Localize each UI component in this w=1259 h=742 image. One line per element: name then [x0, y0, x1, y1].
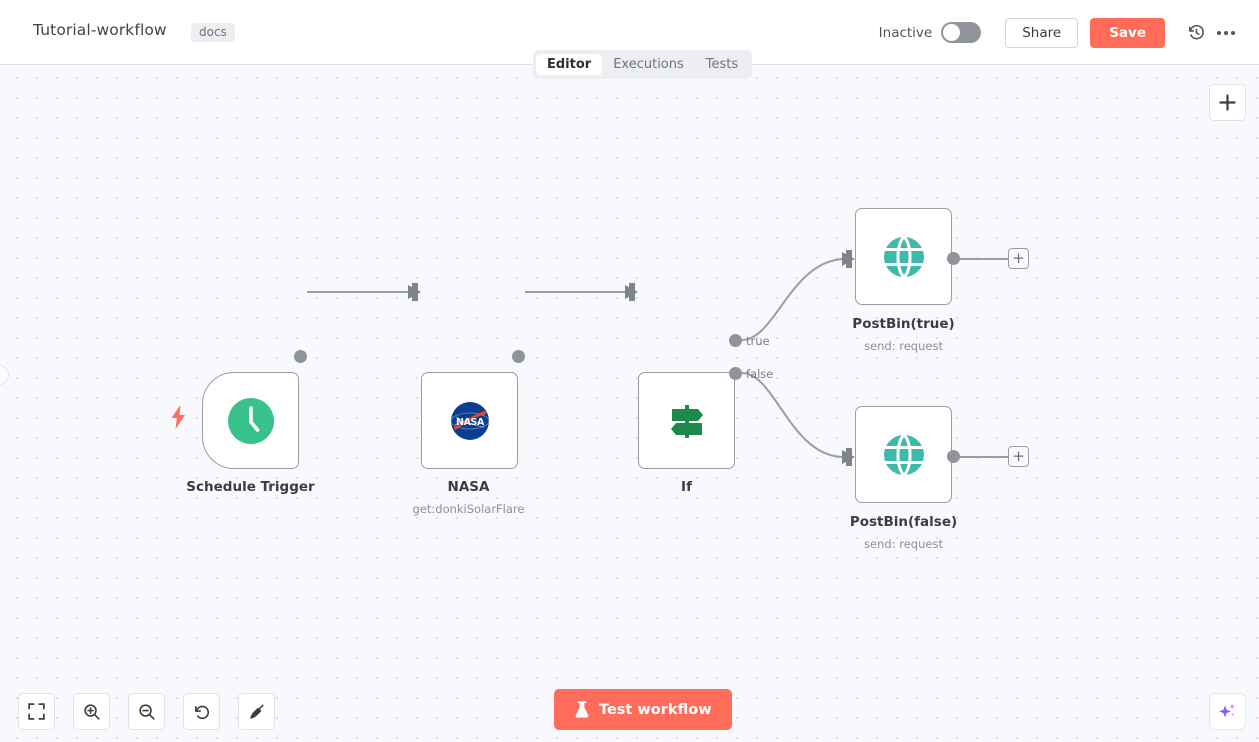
node-label-if: If — [681, 479, 692, 495]
workflow-tag-docs[interactable]: docs — [191, 23, 235, 42]
port-out-nasa[interactable] — [512, 350, 525, 363]
trigger-bolt-icon — [170, 405, 187, 433]
nasa-logo-icon: NASA — [450, 401, 489, 440]
workflow-active-toggle[interactable] — [941, 22, 982, 43]
node-if[interactable] — [638, 372, 735, 469]
test-workflow-label: Test workflow — [599, 701, 712, 718]
history-icon[interactable] — [1181, 18, 1211, 48]
node-postbin-false[interactable] — [855, 406, 952, 503]
port-out-postbin-true[interactable] — [947, 252, 960, 265]
broom-icon[interactable] — [238, 693, 275, 730]
test-workflow-button[interactable]: Test workflow — [554, 689, 732, 730]
workflow-active-label: Inactive — [878, 24, 933, 41]
port-out-if-false[interactable] — [729, 367, 742, 380]
signpost-icon — [670, 404, 703, 438]
undo-arrow-icon[interactable] — [183, 693, 220, 730]
node-sublabel-nasa: get:donkiSolarFlare — [412, 502, 525, 516]
node-sublabel-postbin-true: send: request — [864, 339, 943, 353]
more-options-icon[interactable] — [1211, 18, 1241, 48]
port-label-if-true: true — [746, 334, 770, 348]
share-button[interactable]: Share — [1005, 17, 1079, 48]
ai-assistant-button[interactable] — [1209, 693, 1246, 730]
globe-icon — [883, 432, 924, 477]
connection-layer — [307, 250, 1008, 466]
zoom-in-icon[interactable] — [73, 693, 110, 730]
add-node-after-postbin-true[interactable]: + — [1008, 248, 1029, 269]
globe-icon — [883, 234, 924, 279]
editor-tabs: Editor Executions Tests — [533, 50, 753, 79]
sparkle-icon — [1219, 703, 1235, 718]
node-sublabel-postbin-false: send: request — [864, 537, 943, 551]
node-nasa[interactable]: NASA — [421, 372, 518, 469]
workflow-title[interactable]: Tutorial-workflow — [33, 21, 167, 39]
svg-text:NASA: NASA — [456, 417, 485, 428]
port-label-if-false: false — [746, 367, 774, 381]
save-button[interactable]: Save — [1090, 17, 1165, 48]
port-out-schedule-trigger[interactable] — [294, 350, 307, 363]
flask-icon — [575, 700, 589, 718]
node-label-nasa: NASA — [447, 479, 490, 495]
workflow-canvas[interactable]: Schedule Trigger NASA NASA get:donkiSola… — [0, 65, 1259, 742]
port-out-if-true[interactable] — [729, 334, 742, 347]
port-out-postbin-false[interactable] — [947, 450, 960, 463]
add-node-after-postbin-false[interactable]: + — [1008, 446, 1029, 467]
node-postbin-true[interactable] — [855, 208, 952, 305]
tab-executions[interactable]: Executions — [613, 57, 684, 72]
tab-tests[interactable]: Tests — [705, 57, 739, 72]
add-node-button[interactable] — [1209, 84, 1246, 121]
fit-screen-icon[interactable] — [18, 693, 55, 730]
node-label-postbin-false: PostBin(false) — [849, 514, 958, 530]
tab-editor[interactable]: Editor — [536, 54, 603, 75]
toggle-knob — [943, 24, 961, 41]
node-label-postbin-true: PostBin(true) — [852, 316, 955, 332]
header-actions: Inactive Share Save — [879, 0, 1241, 65]
zoom-out-icon[interactable] — [128, 693, 165, 730]
clock-icon — [227, 397, 274, 444]
node-schedule-trigger[interactable] — [202, 372, 299, 469]
canvas-toolbar — [18, 693, 275, 730]
node-label-schedule-trigger: Schedule Trigger — [186, 479, 315, 495]
